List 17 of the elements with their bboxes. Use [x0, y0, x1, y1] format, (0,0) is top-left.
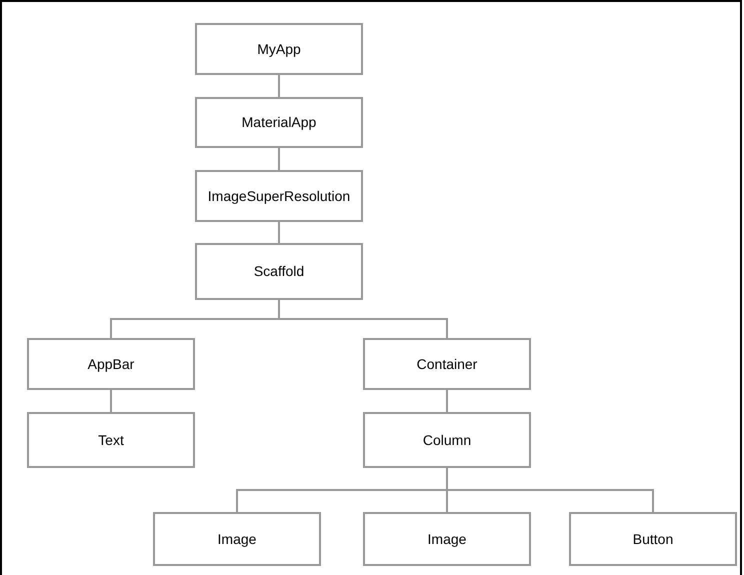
connector-line	[278, 148, 280, 170]
widget-box: Button	[569, 512, 737, 566]
connector-line	[278, 222, 280, 243]
connector-line	[446, 468, 654, 512]
widget-box: Image	[153, 512, 321, 566]
widget-box: Scaffold	[195, 243, 363, 300]
widget-box: Column	[363, 412, 531, 468]
widget-box: Image	[363, 512, 531, 566]
widget-box: ImageSuperResolution	[195, 170, 363, 222]
connector-line	[110, 390, 112, 412]
connector-line	[446, 390, 448, 412]
widget-box: Container	[363, 338, 531, 390]
connector-line	[278, 75, 280, 97]
widget-box: Text	[27, 412, 195, 468]
widget-box: MaterialApp	[195, 97, 363, 148]
widget-box: MyApp	[195, 23, 363, 75]
widget-box: AppBar	[27, 338, 195, 390]
